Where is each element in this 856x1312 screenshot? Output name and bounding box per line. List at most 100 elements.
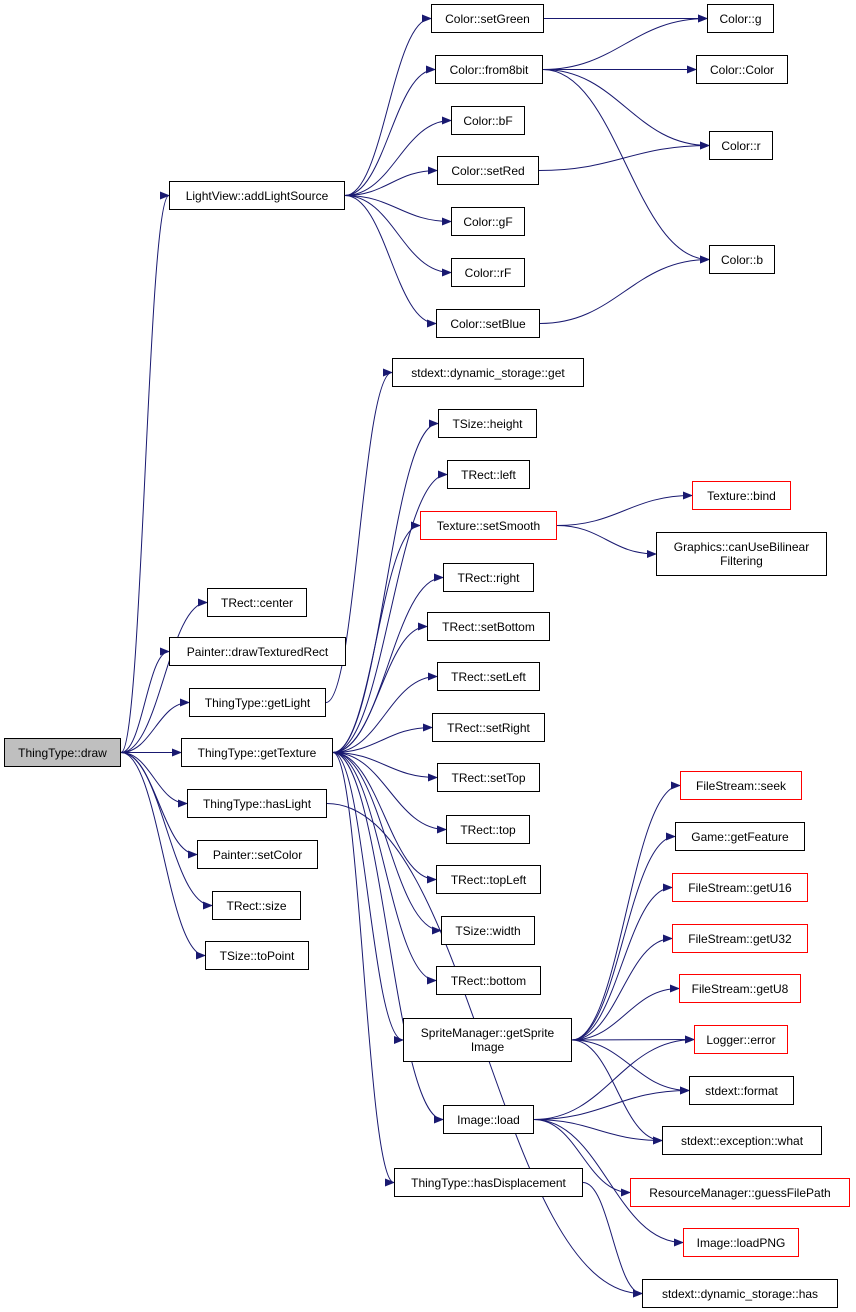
- node-right[interactable]: TRect::right: [443, 563, 534, 592]
- edge-getTexture-to-left: [332, 470, 448, 753]
- edge-setSmooth-to-canUseBilinear: [556, 525, 657, 558]
- edge-root-to-toPoint: [120, 752, 206, 960]
- node-width[interactable]: TSize::width: [441, 916, 535, 945]
- node-get-light[interactable]: ThingType::getLight: [189, 688, 326, 717]
- edge-root-to-drawTexturedRect: [120, 647, 170, 753]
- node-center[interactable]: TRect::center: [207, 588, 307, 617]
- node-top-left[interactable]: TRect::topLeft: [436, 865, 541, 894]
- edge-addLightSource-to-rF: [344, 195, 452, 277]
- edge-addLightSource-to-setGreen: [344, 14, 432, 196]
- node-top[interactable]: TRect::top: [446, 815, 530, 844]
- node-g[interactable]: Color::g: [707, 4, 774, 33]
- node-bottom[interactable]: TRect::bottom: [436, 966, 541, 995]
- node-set-top[interactable]: TRect::setTop: [437, 763, 540, 792]
- edge-getSpriteImage-to-getFeature: [571, 832, 676, 1041]
- edge-root-to-addLightSource: [120, 191, 170, 753]
- edge-getTexture-to-top: [332, 752, 447, 834]
- node-can-use-bilinear[interactable]: Graphics::canUseBilinear Filtering: [656, 532, 827, 576]
- node-size[interactable]: TRect::size: [212, 891, 301, 920]
- node-r-f[interactable]: Color::rF: [451, 258, 525, 287]
- node-bind[interactable]: Texture::bind: [692, 481, 791, 510]
- node-b-f[interactable]: Color::bF: [451, 106, 525, 135]
- edge-from8bit-to-b: [542, 69, 710, 264]
- node-r[interactable]: Color::r: [709, 131, 773, 160]
- node-set-color[interactable]: Painter::setColor: [197, 840, 318, 869]
- node-get-u32[interactable]: FileStream::getU32: [672, 924, 808, 953]
- node-error[interactable]: Logger::error: [694, 1025, 788, 1054]
- edge-getTexture-to-setSmooth: [332, 521, 421, 753]
- node-b[interactable]: Color::b: [709, 245, 775, 274]
- node-guess-file-path[interactable]: ResourceManager::guessFilePath: [630, 1178, 850, 1207]
- node-set-smooth[interactable]: Texture::setSmooth: [420, 511, 557, 540]
- edge-getSpriteImage-to-what: [571, 1039, 663, 1145]
- edge-root-to-hasLight: [120, 752, 188, 808]
- node-ds-has[interactable]: stdext::dynamic_storage::has: [642, 1279, 838, 1308]
- node-ds-get[interactable]: stdext::dynamic_storage::get: [392, 358, 584, 387]
- edge-setBlue-to-b: [539, 255, 710, 324]
- node-add-light-source[interactable]: LightView::addLightSource: [169, 181, 345, 210]
- edge-from8bit-to-g: [542, 14, 708, 70]
- edge-getTexture-to-setLeft: [332, 672, 438, 753]
- edge-getTexture-to-topLeft: [332, 752, 437, 884]
- edge-addLightSource-to-from8bit: [344, 65, 436, 196]
- edges: [120, 14, 710, 1298]
- node-set-green[interactable]: Color::setGreen: [431, 4, 544, 33]
- node-set-right[interactable]: TRect::setRight: [432, 713, 545, 742]
- node-get-texture[interactable]: ThingType::getTexture: [181, 738, 333, 767]
- edge-addLightSource-to-setBlue: [344, 195, 437, 328]
- node-get-sprite-image[interactable]: SpriteManager::getSprite Image: [403, 1018, 572, 1062]
- node-g-f[interactable]: Color::gF: [451, 207, 525, 236]
- node-root[interactable]: ThingType::draw: [4, 738, 121, 767]
- node-seek[interactable]: FileStream::seek: [680, 771, 802, 800]
- node-draw-textured-rect[interactable]: Painter::drawTexturedRect: [169, 637, 346, 666]
- edge-addLightSource-to-setRed: [344, 166, 438, 196]
- node-to-point[interactable]: TSize::toPoint: [205, 941, 309, 970]
- node-left[interactable]: TRect::left: [447, 460, 530, 489]
- node-what[interactable]: stdext::exception::what: [662, 1126, 822, 1155]
- edge-addLightSource-to-gF: [344, 195, 452, 226]
- edge-root-to-size: [120, 752, 213, 910]
- node-load-png[interactable]: Image::loadPNG: [683, 1228, 799, 1257]
- edge-getTexture-to-bottom: [332, 752, 437, 985]
- node-get-u8[interactable]: FileStream::getU8: [679, 974, 801, 1003]
- edge-getTexture-to-setBottom: [332, 622, 428, 753]
- edge-getSpriteImage-to-getU8: [571, 984, 680, 1041]
- node-height[interactable]: TSize::height: [438, 409, 537, 438]
- edge-getTexture-to-setTop: [332, 752, 438, 782]
- edge-getSpriteImage-to-seek: [571, 781, 681, 1041]
- node-set-blue[interactable]: Color::setBlue: [436, 309, 540, 338]
- edge-imageLoad-to-loadPNG: [533, 1119, 684, 1247]
- edge-imageLoad-to-guessFilePath: [533, 1119, 631, 1197]
- edge-getTexture-to-imageLoad: [332, 752, 444, 1124]
- node-format[interactable]: stdext::format: [689, 1076, 794, 1105]
- edge-setRed-to-r: [538, 141, 710, 171]
- edge-getTexture-to-getSpriteImage: [332, 752, 404, 1044]
- node-set-left[interactable]: TRect::setLeft: [437, 662, 540, 691]
- edge-getTexture-to-hasDisplacement: [332, 752, 395, 1187]
- edge-getTexture-to-height: [332, 419, 439, 753]
- node-get-u16[interactable]: FileStream::getU16: [672, 873, 808, 902]
- edge-getLight-to-dsGet: [325, 368, 393, 703]
- edge-setSmooth-to-bind: [556, 491, 693, 526]
- edge-imageLoad-to-error: [533, 1035, 695, 1120]
- edge-imageLoad-to-what: [533, 1119, 663, 1145]
- edge-root-to-getLight: [120, 698, 190, 753]
- edge-addLightSource-to-bF: [344, 116, 452, 196]
- node-from8bit[interactable]: Color::from8bit: [435, 55, 543, 84]
- node-set-red[interactable]: Color::setRed: [437, 156, 539, 185]
- edge-getTexture-to-width: [332, 752, 442, 935]
- edge-getSpriteImage-to-getU32: [571, 934, 673, 1041]
- node-color[interactable]: Color::Color: [696, 55, 788, 84]
- edge-imageLoad-to-format: [533, 1086, 690, 1120]
- edge-getSpriteImage-to-error: [571, 1035, 695, 1044]
- edge-getTexture-to-right: [332, 573, 444, 753]
- node-has-displacement[interactable]: ThingType::hasDisplacement: [394, 1168, 583, 1197]
- node-set-bottom[interactable]: TRect::setBottom: [427, 612, 550, 641]
- edge-from8bit-to-r: [542, 69, 710, 150]
- node-image-load[interactable]: Image::load: [443, 1105, 534, 1134]
- edge-getSpriteImage-to-getU16: [571, 883, 673, 1041]
- node-get-feature[interactable]: Game::getFeature: [675, 822, 805, 851]
- edge-root-to-center: [120, 598, 208, 753]
- node-has-light[interactable]: ThingType::hasLight: [187, 789, 327, 818]
